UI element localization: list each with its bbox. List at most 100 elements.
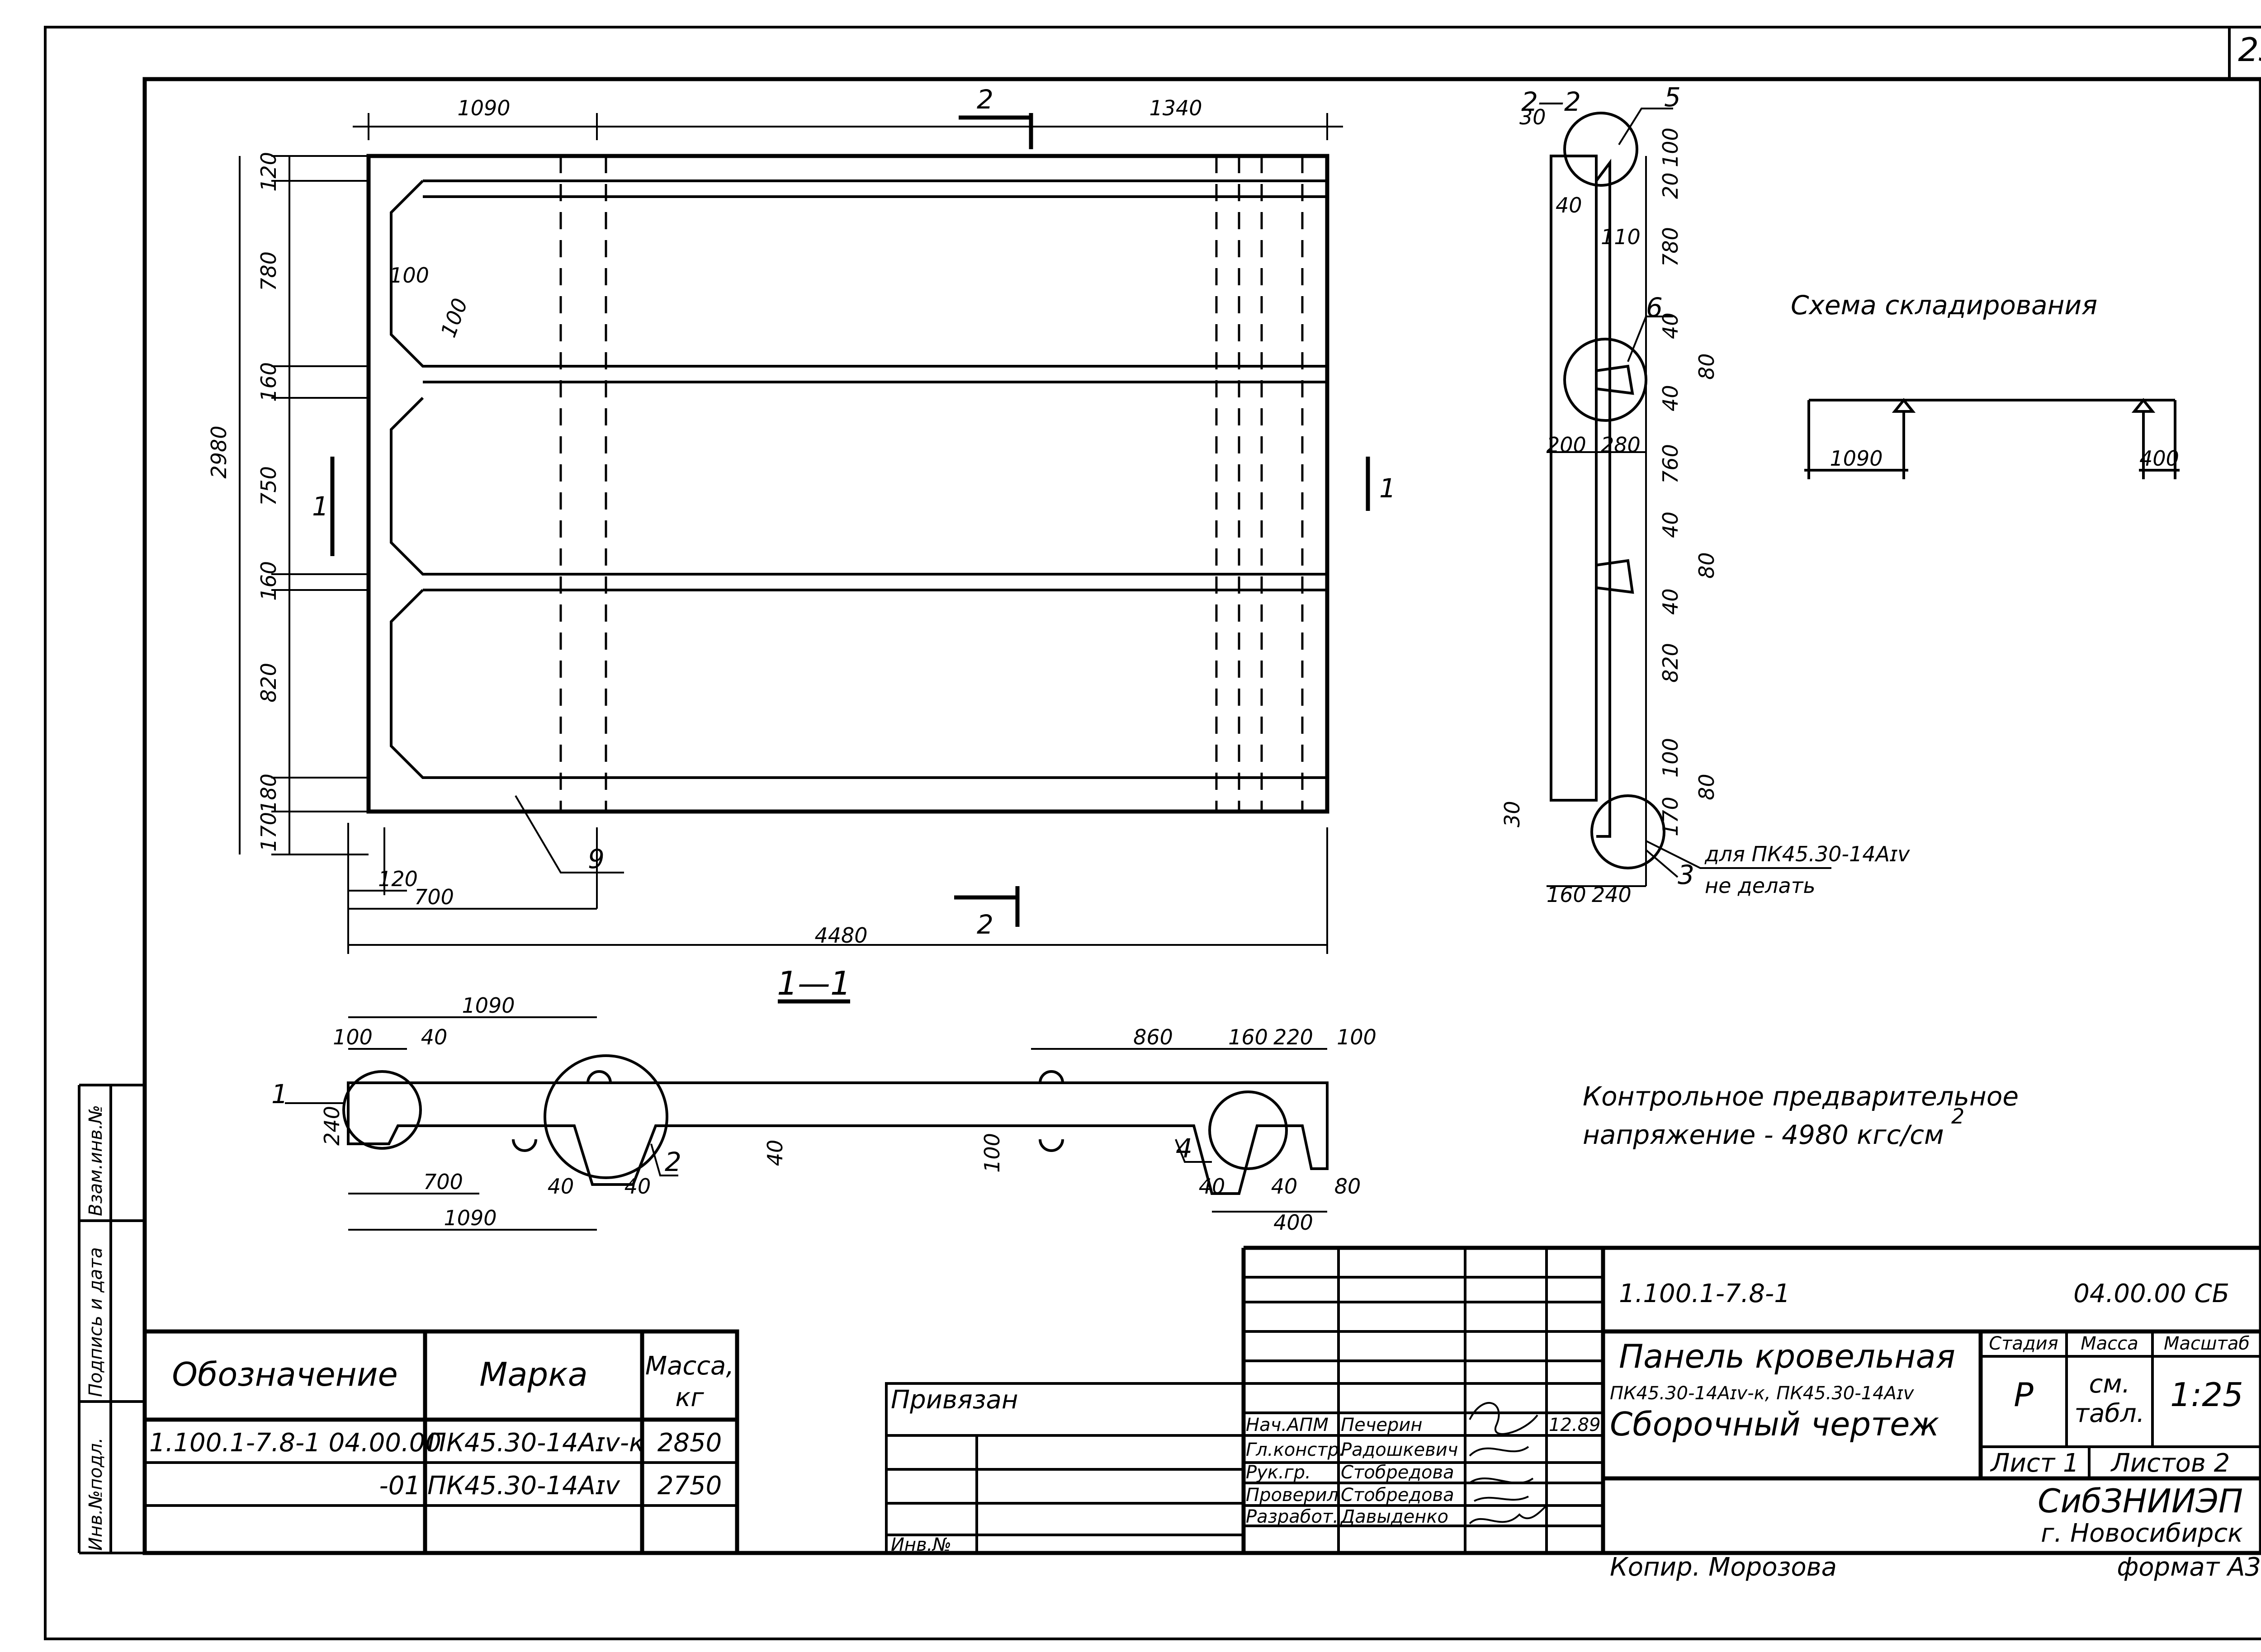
section-2-2: 2—2 30 40 110 100 20 780 40 80 40 760 40…: [1500, 82, 1910, 907]
s22-dim-r-11: 100: [1658, 738, 1683, 778]
doc-title-line2: ПК45.30-14Аɪᴠ-к, ПК45.30-14Аɪᴠ: [1610, 1383, 1915, 1404]
lifting-loops: [512, 1070, 1064, 1152]
dim-overall-height: 2980: [207, 425, 231, 478]
role-2: Рук.гр.: [1246, 1462, 1311, 1483]
s11-dim-top-5: 220: [1273, 1025, 1313, 1049]
section-2-2-outline: [1550, 155, 1611, 838]
spec-hdr-designation: Обозначение: [172, 1355, 398, 1393]
title-block: 1.100.1-7.8-1 04.00.00 СБ Панель кровель…: [1241, 1246, 2261, 1553]
scale-value: 1:25: [2170, 1376, 2243, 1414]
s22-callout-6: 6: [1646, 292, 1663, 323]
s22-note-line2: не делать: [1705, 873, 1816, 898]
s22-callout-3: 3: [1678, 859, 1694, 890]
stage-header: Стадия: [1989, 1333, 2058, 1354]
rib-1: [390, 179, 1327, 383]
scale-header: Масштаб: [2164, 1333, 2250, 1354]
signatures: [1469, 1402, 1547, 1525]
footer-copied: Копир. Морозова: [1610, 1553, 1837, 1582]
spec-row2-designation: -01: [379, 1471, 421, 1501]
s22-callout-5: 5: [1664, 82, 1681, 113]
title-block-frame: [1241, 1246, 2261, 1553]
s11-dim-bottom-4: 40: [1199, 1174, 1225, 1199]
storage-scheme: Схема складирования 1090 400: [1791, 290, 2180, 479]
dim-1090: 1090: [457, 96, 510, 120]
s11-dim-bottom-0: 700: [423, 1170, 463, 1194]
section-1-1: 1—1 1090 100 40 860 160 220 100 700 1090…: [271, 964, 1376, 1235]
privyazan-label: Привязан: [891, 1385, 1018, 1415]
name-2: Стобредова: [1341, 1462, 1454, 1483]
dim-left-2: 160: [256, 362, 281, 402]
s22-dim-r-2: 780: [1658, 227, 1683, 267]
storage-dim-400: 400: [2139, 446, 2179, 471]
s11-dim-bottom-5: 40: [1271, 1174, 1298, 1199]
doc-title-line3: Сборочный чертеж: [1610, 1405, 1939, 1443]
name-1: Радошкевич: [1341, 1440, 1458, 1460]
name-4: Давыденко: [1340, 1506, 1448, 1527]
dim-left-0: 120: [256, 152, 281, 192]
doc-number: 04.00.00 СБ: [2073, 1279, 2229, 1308]
s11-dim-top-6: 100: [1337, 1025, 1376, 1049]
name-0: Печерин: [1341, 1415, 1422, 1435]
dim-bottom-700: 700: [414, 885, 454, 909]
s22-dim-r-7: 40: [1658, 511, 1683, 538]
s11-dim-top-0: 1090: [462, 993, 515, 1018]
role-1: Гл.констр.: [1246, 1440, 1345, 1460]
s22-note-line1: для ПК45.30-14Аɪᴠ: [1704, 842, 1910, 866]
sheets-total: Листов 2: [2110, 1449, 2230, 1478]
s11-dim-bottom-2: 40: [548, 1174, 574, 1199]
dim-left-1: 780: [256, 251, 281, 291]
dim-left-6: 180: [256, 774, 281, 813]
s22-dim-r-10: 820: [1658, 643, 1683, 683]
spec-row1-mark: ПК45.30-14Аɪᴠ-к: [427, 1428, 644, 1458]
mass-value-1: см.: [2089, 1369, 2130, 1399]
section-mark-1-right: 1: [1379, 473, 1396, 504]
dim-left-7: 170: [256, 812, 281, 852]
note-line1: Контрольное предварительное: [1583, 1081, 2019, 1112]
s22-callout-leaders: [1618, 108, 1831, 878]
s11-callout-leaders: [285, 1102, 1212, 1176]
section-mark-1-left: 1: [312, 491, 329, 522]
spec-row1-mass: 2850: [657, 1428, 722, 1458]
strip-vzam: Взам.инв.№: [85, 1105, 106, 1216]
s11-dim-side-0: 240: [320, 1106, 344, 1146]
dim-inner-100b: 100: [436, 295, 473, 340]
s11-callout-2: 2: [665, 1147, 681, 1177]
s11-dim-side-2: 100: [980, 1133, 1004, 1173]
s22-dim-l-1: 280: [1601, 433, 1641, 457]
s22-dim-lines: [1547, 156, 1647, 887]
sheet-number: Лист 1: [1990, 1449, 2079, 1478]
spec-row2-mass: 2750: [657, 1471, 722, 1501]
approval-date: 12.89: [1549, 1415, 1601, 1435]
callout-9: 9: [588, 844, 605, 874]
plan-view: 1090 1340 120 780 160 750 160 820 180 17…: [207, 84, 1396, 954]
prestress-note: Контрольное предварительное напряжение -…: [1583, 1081, 2019, 1150]
s11-dim-top-3: 860: [1133, 1025, 1173, 1049]
detail-circle-2: [544, 1054, 668, 1179]
s22-dim-r-8: 80: [1694, 552, 1719, 579]
s22-dim-r-0: 100: [1658, 127, 1683, 167]
role-0: Нач.АПМ: [1246, 1415, 1329, 1435]
s11-dim-bottom-6: 400: [1273, 1210, 1313, 1235]
footer-format: формат А3: [2117, 1553, 2261, 1582]
s22-dim-r-1: 20: [1658, 172, 1683, 199]
dim-1340: 1340: [1149, 96, 1202, 120]
section-2-marks: [954, 113, 1033, 927]
note-line2: напряжение - 4980 кгс/см: [1583, 1119, 1944, 1150]
s11-dim-bottom-3: 40: [624, 1174, 651, 1199]
left-stamp-strip: Инв.№подл. Подпись и дата Взам.инв.№: [78, 1084, 145, 1554]
name-3: Стобредова: [1341, 1485, 1454, 1506]
section-1-1-outline: [347, 1081, 1329, 1195]
s22-dim-top-1: 40: [1556, 193, 1582, 217]
section-1-marks: [330, 457, 1370, 556]
s22-dim-r-5: 40: [1658, 385, 1683, 411]
detail-circle-4: [1208, 1090, 1288, 1170]
spec-hdr-mark: Марка: [479, 1355, 588, 1393]
privyazan-box: Привязан Инв.№: [885, 1382, 1245, 1555]
s11-dim-bottom-1: 1090: [444, 1206, 497, 1230]
section-2-2-title: 2—2: [1521, 86, 1581, 117]
storage-beam: [1804, 398, 2180, 479]
s22-dim-l-2: 30: [1500, 801, 1524, 827]
doc-title-line1: Панель кровельная: [1619, 1337, 1955, 1375]
s22-dim-l-0: 200: [1547, 433, 1586, 457]
